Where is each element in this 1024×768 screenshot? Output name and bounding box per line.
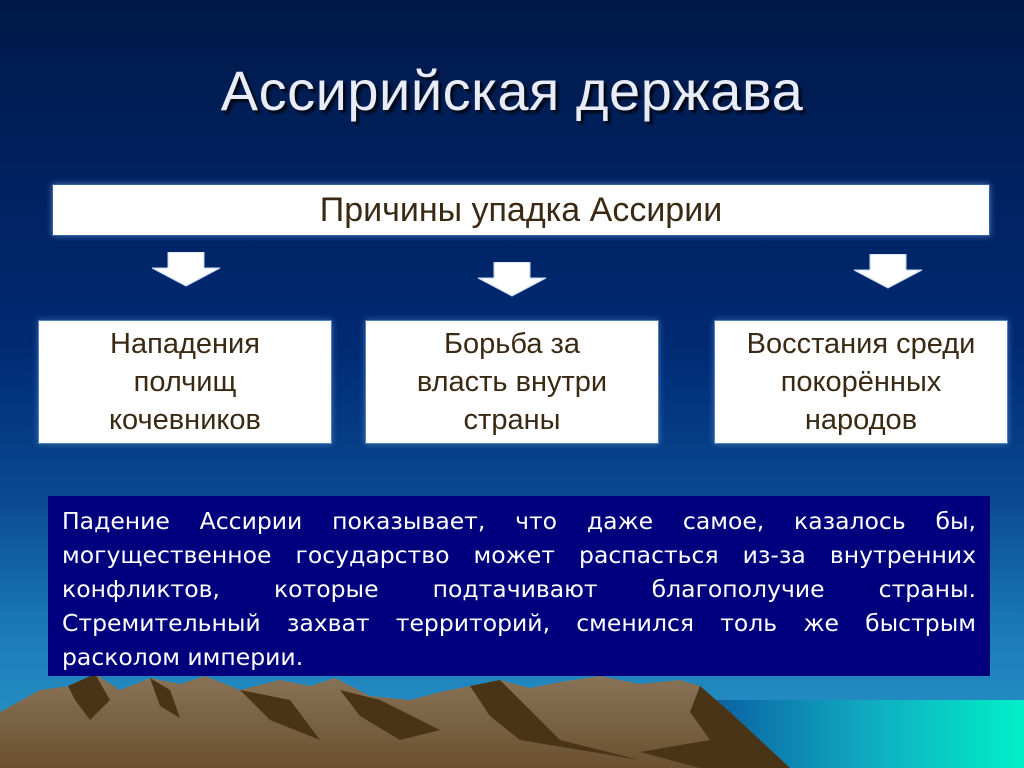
cause-line: кочевников <box>109 404 261 436</box>
cause-line: Нападения <box>110 328 260 360</box>
cause-line: Восстания среди <box>746 328 976 360</box>
cause-line: народов <box>804 404 918 436</box>
causes-header-text: Причины упадка Ассирии <box>319 190 723 229</box>
cause-box-uprisings: Восстания среди покорённых народов <box>714 320 1008 444</box>
cause-box-power-struggle: Борьба за власть внутри страны <box>365 320 659 444</box>
cause-line: власть внутри <box>416 366 608 398</box>
conclusion-text-box: Падение Ассирии показывает, что даже сам… <box>48 496 990 676</box>
cause-box-nomads: Нападения полчищ кочевников <box>38 320 332 444</box>
cause-line: полчищ <box>133 366 237 398</box>
cause-line: Борьба за <box>444 328 580 360</box>
arrow-down-icon <box>477 262 547 297</box>
arrow-down-icon <box>151 252 221 287</box>
arrow-down-icon <box>853 254 923 289</box>
conclusion-text: Падение Ассирии показывает, что даже сам… <box>62 507 976 671</box>
cause-line: покорённых <box>780 366 942 398</box>
cause-line: страны <box>463 404 561 436</box>
mountain-shadow-shape <box>68 674 110 720</box>
causes-header-box: Причины упадка Ассирии <box>52 184 990 236</box>
slide-title: Ассирийская держава <box>220 59 804 122</box>
